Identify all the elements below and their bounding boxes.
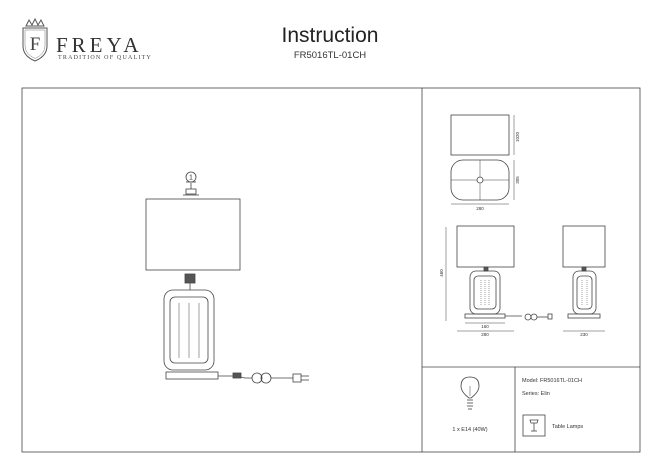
- lamp-body-inner: [169, 296, 209, 364]
- front-view-height-label: 460: [439, 269, 444, 277]
- side-view-width-label: 230: [580, 332, 588, 337]
- side-view-drawing: [562, 225, 606, 332]
- side-view-body: [572, 270, 597, 315]
- model-line: Model: FR5016TL-01CH: [522, 378, 582, 384]
- top-view-shade: [450, 114, 510, 156]
- brand-tagline: TRADITION OF QUALITY: [58, 55, 152, 61]
- category-label: Table Lamps: [552, 424, 584, 430]
- front-view-shade: [456, 225, 515, 268]
- lamp-socket: [184, 273, 196, 284]
- document-title: Instruction: [281, 24, 379, 47]
- main-lamp-drawing: [145, 171, 309, 384]
- series-line: Series: Elin: [522, 391, 550, 397]
- top-view-width-label: 280: [476, 206, 484, 211]
- lamp-body-outer: [163, 289, 215, 371]
- top-view-drawing: [450, 114, 515, 205]
- brand-monogram: F: [30, 34, 41, 55]
- model-code: FR5016TL-01CH: [293, 50, 367, 61]
- table-lamp-icon: [522, 414, 546, 437]
- lamp-shade: [145, 198, 241, 271]
- front-view-base-label: 160: [481, 324, 489, 329]
- brand-name: FREYA: [56, 33, 143, 57]
- front-view-width-label: 280: [481, 332, 489, 337]
- bulb-spec: 1 x E14 (40W): [452, 427, 488, 433]
- cord-switch: [232, 372, 242, 379]
- bulb-icon: [460, 376, 480, 410]
- brand-emblem-icon: F: [22, 18, 48, 62]
- top-view-depth-label: 305: [515, 176, 520, 184]
- top-view-height-label: 1020: [515, 131, 520, 142]
- outer-frame: [21, 87, 641, 453]
- cord-plug: [292, 373, 302, 383]
- side-view-shade: [562, 225, 606, 268]
- lamp-base: [165, 371, 219, 380]
- callout-number: 1: [189, 175, 193, 182]
- front-view-drawing: [445, 225, 553, 332]
